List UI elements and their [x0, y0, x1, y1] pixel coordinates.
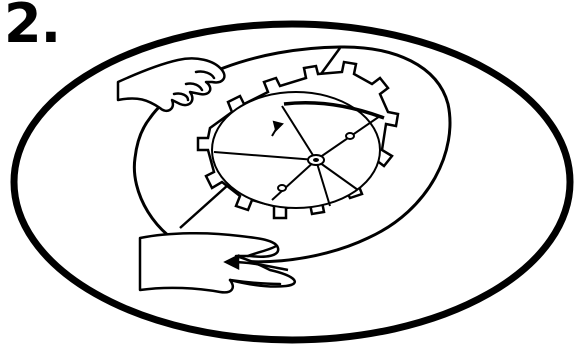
step-number-label: 2.: [4, 0, 60, 54]
center-hub: [308, 155, 324, 165]
